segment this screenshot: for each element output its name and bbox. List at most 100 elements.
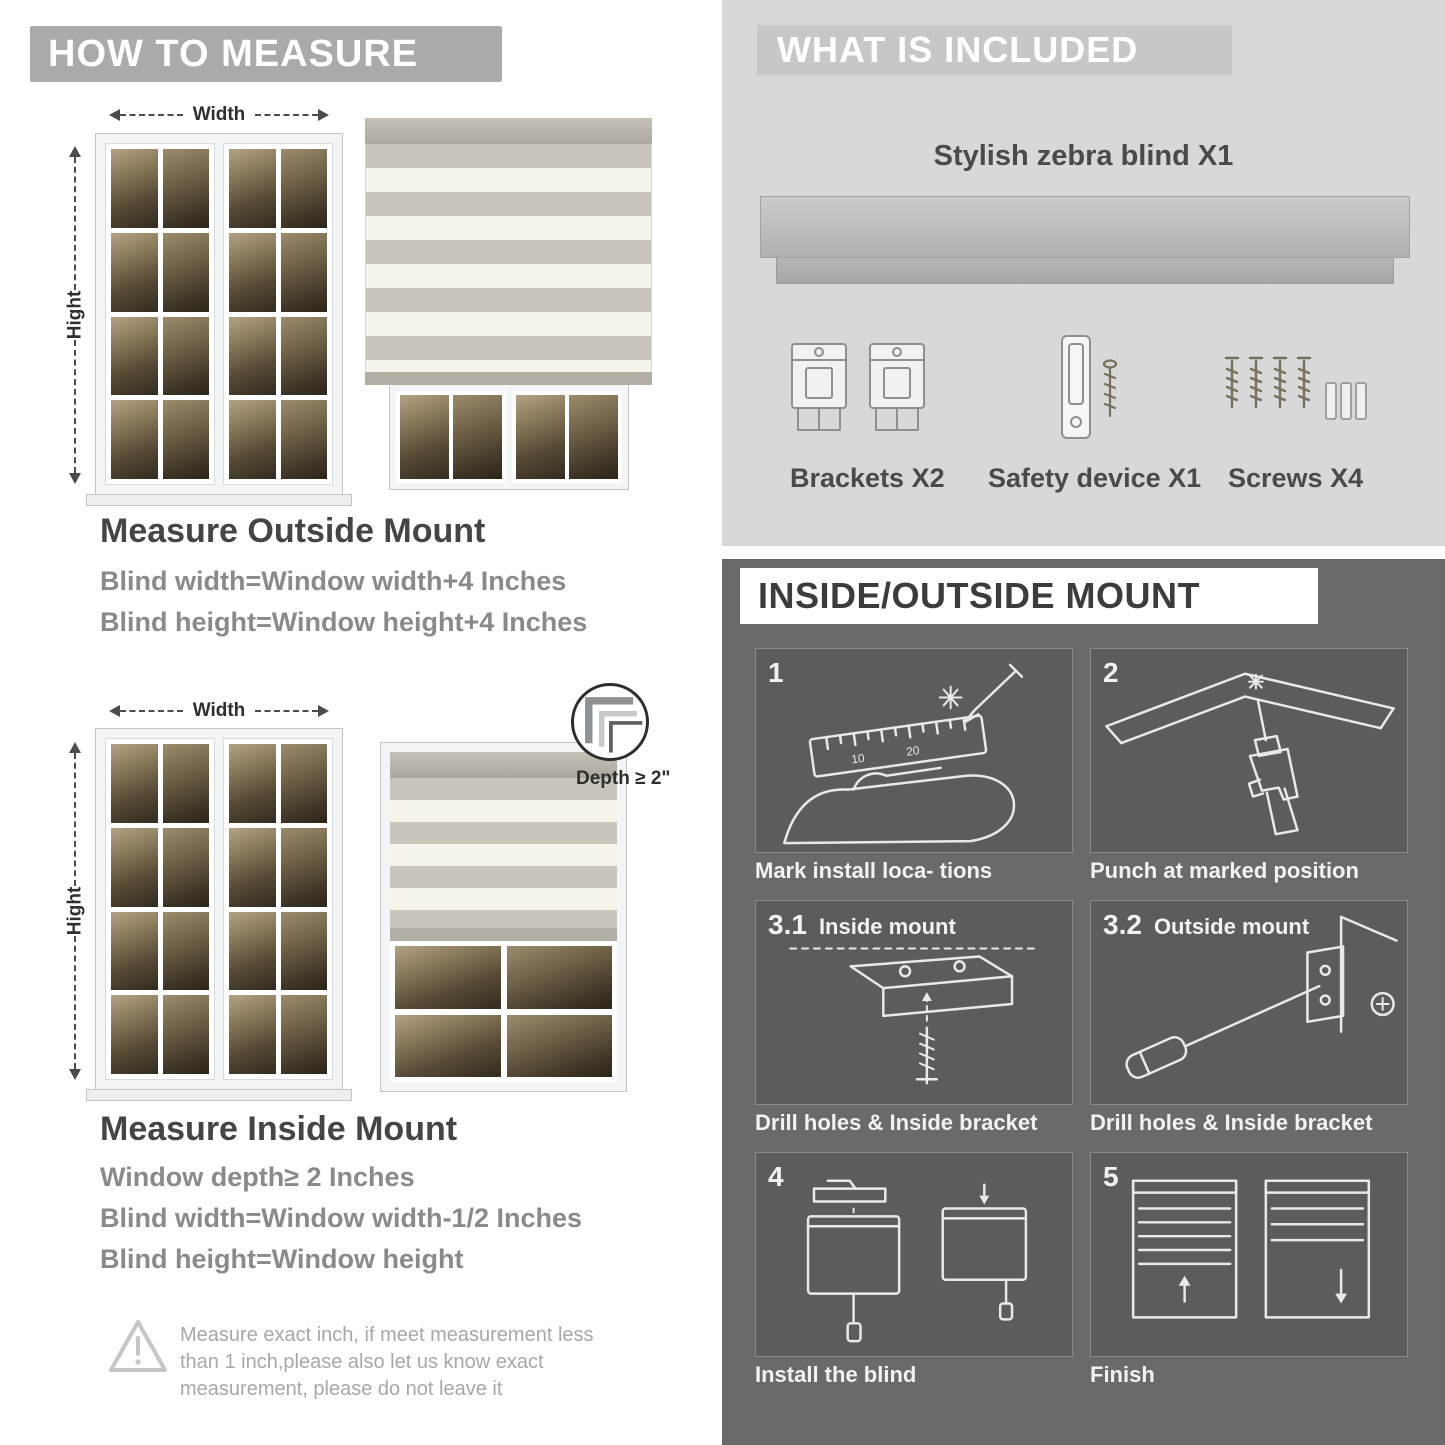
blind-cassette bbox=[365, 118, 652, 144]
arrow-left-icon bbox=[103, 109, 120, 121]
inside-mount-depth-rule: Window depth≥ 2 Inches bbox=[100, 1162, 415, 1192]
window-pane bbox=[162, 400, 209, 479]
arrow-up-icon bbox=[69, 736, 81, 753]
arrow-left-icon bbox=[103, 705, 120, 717]
window-pane bbox=[280, 149, 327, 228]
arrow-right-icon bbox=[318, 705, 335, 717]
step-panel-3-2: 3.2 Outside mount bbox=[1090, 900, 1408, 1105]
arrow-down-icon bbox=[69, 473, 81, 490]
step-caption: Punch at marked position bbox=[1090, 858, 1359, 883]
window-sash bbox=[105, 143, 215, 485]
window-pane bbox=[280, 995, 327, 1074]
brackets-label: Brackets X2 bbox=[790, 463, 945, 493]
window-pane bbox=[111, 827, 158, 907]
window-pane bbox=[229, 911, 276, 991]
height-label: Hight bbox=[64, 886, 86, 936]
window-pane bbox=[229, 316, 276, 396]
finish-illustration bbox=[1131, 1179, 1371, 1319]
window-pane bbox=[111, 316, 158, 396]
window-pane bbox=[162, 232, 209, 312]
zebra-blind-label: Stylish zebra blind X1 bbox=[933, 140, 1234, 172]
warning-triangle-icon bbox=[109, 1320, 167, 1372]
mark-location-illustration: 10 20 bbox=[783, 663, 1024, 845]
window-pane bbox=[229, 827, 276, 907]
safety-device-icon bbox=[1061, 335, 1118, 439]
step-caption: Install the blind bbox=[755, 1362, 917, 1387]
window-pane bbox=[111, 149, 158, 228]
window-pane bbox=[229, 744, 276, 823]
window-pane bbox=[111, 911, 158, 991]
blind-cassette-lip bbox=[776, 258, 1394, 284]
step-number: 3.1 bbox=[768, 909, 807, 940]
inside-mount-title: Measure Inside Mount bbox=[100, 1110, 458, 1148]
window-pane bbox=[229, 149, 276, 228]
width-arrow: Width bbox=[103, 700, 335, 722]
svg-text:10: 10 bbox=[850, 751, 865, 767]
step-title: Outside mount bbox=[1153, 914, 1310, 939]
window-pane bbox=[162, 995, 209, 1074]
window-pane bbox=[395, 946, 501, 1009]
what-is-included-header: WHAT IS INCLUDED bbox=[757, 25, 1232, 75]
step-number: 1 bbox=[768, 657, 784, 688]
step-panel-3-1: 3.1 Inside mount bbox=[755, 900, 1073, 1105]
width-arrow: Width bbox=[103, 104, 335, 126]
measure-warning-text: Measure exact inch, if meet measurement … bbox=[180, 1324, 594, 1400]
step-caption: Mark install loca- tions bbox=[755, 858, 993, 883]
step-panel-5: 5 bbox=[1090, 1152, 1408, 1357]
step-number: 2 bbox=[1103, 657, 1119, 688]
window-pane bbox=[229, 232, 276, 312]
step-number: 5 bbox=[1103, 1161, 1119, 1192]
window-sill bbox=[86, 1089, 352, 1101]
blind-cassette-image bbox=[760, 196, 1410, 258]
window-pane bbox=[280, 232, 327, 312]
window-pane bbox=[280, 911, 327, 991]
mount-header: INSIDE/OUTSIDE MOUNT bbox=[740, 568, 1318, 624]
zebra-stripes bbox=[365, 144, 652, 372]
window-sash bbox=[223, 738, 333, 1080]
window-pane bbox=[111, 232, 158, 312]
window-pane bbox=[280, 316, 327, 396]
window-panes bbox=[390, 941, 617, 1082]
window-pane bbox=[111, 744, 158, 823]
window-pane bbox=[399, 395, 449, 479]
blind-bottom-rail bbox=[365, 372, 652, 385]
how-to-measure-header: HOW TO MEASURE bbox=[30, 26, 502, 82]
step-panel-2: 2 bbox=[1090, 648, 1408, 853]
blind-illustration-inside bbox=[380, 742, 627, 1092]
step-caption: Finish bbox=[1090, 1362, 1155, 1387]
step-title: Inside mount bbox=[818, 914, 956, 939]
safety-device-label: Safety device X1 bbox=[988, 463, 1202, 493]
arrow-right-icon bbox=[318, 109, 335, 121]
drill-illustration bbox=[1105, 672, 1395, 836]
inside-mount-formula-height: Blind height=Window height bbox=[100, 1244, 464, 1274]
screws-icon bbox=[1224, 356, 1367, 420]
window-below-blind bbox=[388, 385, 629, 490]
step-number: 3.2 bbox=[1103, 909, 1142, 940]
window-sash bbox=[105, 738, 215, 1080]
outside-mount-title: Measure Outside Mount bbox=[100, 512, 486, 550]
window-pane bbox=[568, 395, 618, 479]
step-panel-1: 1 10 20 bbox=[755, 648, 1073, 853]
blind-illustration-outside bbox=[365, 118, 652, 490]
window-pane bbox=[111, 995, 158, 1074]
window-pane bbox=[395, 1014, 501, 1077]
window-pane bbox=[452, 395, 502, 479]
arrow-down-icon bbox=[69, 1069, 81, 1086]
window-sill bbox=[86, 494, 352, 506]
window-pane bbox=[162, 744, 209, 823]
height-arrow: Hight bbox=[64, 140, 86, 490]
zebra-stripes bbox=[390, 778, 617, 928]
window-pane bbox=[162, 316, 209, 396]
blind-cassette bbox=[390, 752, 617, 778]
step-caption: Drill holes & Inside bracket bbox=[1090, 1110, 1373, 1135]
window-pane bbox=[162, 827, 209, 907]
depth-label: Depth ≥ 2" bbox=[576, 768, 671, 789]
window-pane bbox=[506, 1014, 612, 1077]
window-illustration-inside bbox=[86, 728, 352, 1101]
height-arrow: Hight bbox=[64, 736, 86, 1086]
height-label: Hight bbox=[64, 290, 86, 340]
brackets-icon bbox=[791, 343, 925, 431]
outside-mount-formula-width: Blind width=Window width+4 Inches bbox=[100, 566, 567, 596]
window-sash bbox=[223, 143, 333, 485]
window-pane bbox=[506, 946, 612, 1009]
